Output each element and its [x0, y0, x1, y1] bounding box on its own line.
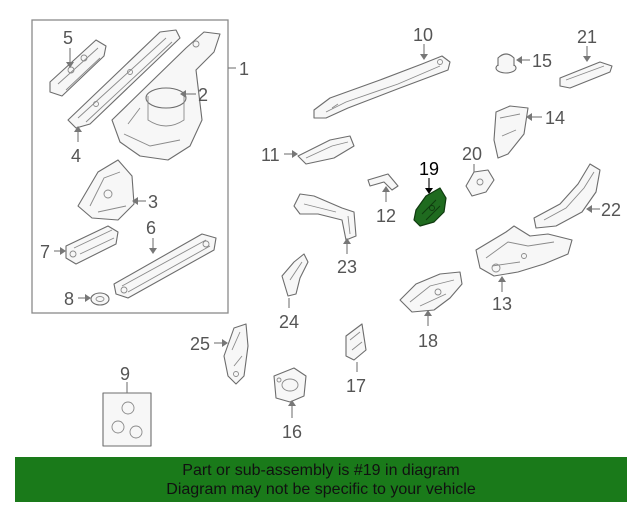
callout-21[interactable]: 21 — [577, 27, 597, 47]
part-7-extension[interactable] — [65, 225, 119, 265]
part-15-plug[interactable] — [495, 53, 517, 74]
assembly-frame — [31, 19, 229, 314]
arrow-19 — [425, 188, 433, 194]
callout-17[interactable]: 17 — [346, 376, 366, 396]
part-23-bracket[interactable] — [293, 193, 357, 241]
callout-22[interactable]: 22 — [601, 200, 621, 220]
arrow-13 — [498, 276, 506, 282]
callout-14[interactable]: 14 — [545, 108, 565, 128]
arrow-2 — [180, 90, 186, 98]
callout-1[interactable]: 1 — [239, 59, 249, 79]
arrow-18 — [424, 310, 432, 316]
callout-10[interactable]: 10 — [413, 25, 433, 45]
part-24-angle-bracket[interactable] — [281, 253, 309, 297]
part-20-small-bracket[interactable] — [465, 169, 495, 197]
callout-23[interactable]: 23 — [337, 257, 357, 277]
arrow-3 — [132, 197, 138, 205]
callout-8[interactable]: 8 — [64, 289, 74, 309]
arrow-15 — [516, 56, 522, 64]
part-2-strut-tower[interactable] — [111, 31, 221, 161]
callout-12[interactable]: 12 — [376, 206, 396, 226]
arrow-22 — [586, 205, 592, 213]
part-19-bracket[interactable] — [413, 187, 447, 227]
arrow-12 — [382, 186, 390, 192]
part-10-side-rail[interactable] — [313, 55, 451, 119]
arrow-8 — [85, 294, 91, 302]
arrow-4 — [74, 126, 82, 132]
part-22-curved-rail[interactable] — [533, 163, 601, 229]
callout-2[interactable]: 2 — [198, 85, 208, 105]
part-9-plug-kit[interactable] — [102, 392, 152, 447]
callout-25[interactable]: 25 — [190, 334, 210, 354]
part-18-lower-reinforcement[interactable] — [399, 271, 463, 313]
callout-15[interactable]: 15 — [532, 51, 552, 71]
arrow-23 — [343, 238, 351, 244]
part-14-gusset[interactable] — [493, 105, 529, 159]
arrow-7 — [60, 247, 66, 255]
arrow-11 — [292, 150, 298, 158]
callout-16[interactable]: 16 — [282, 422, 302, 442]
callout-6[interactable]: 6 — [146, 218, 156, 238]
callout-7[interactable]: 7 — [40, 242, 50, 262]
part-8-grommet[interactable] — [90, 292, 110, 306]
part-13-lower-rail[interactable] — [475, 225, 573, 277]
callout-3[interactable]: 3 — [148, 192, 158, 212]
notice-banner: Part or sub-assembly is #19 in diagram D… — [15, 457, 627, 502]
part-4-frame-rail[interactable] — [67, 29, 181, 129]
arrow-14 — [526, 113, 532, 121]
callout-9[interactable]: 9 — [120, 364, 130, 384]
part-6-lower-rail[interactable] — [113, 233, 217, 299]
callout-19[interactable]: 19 — [419, 159, 439, 179]
arrow-25 — [222, 339, 228, 347]
part-12-clip[interactable] — [367, 173, 399, 191]
part-16-mount-plate[interactable] — [273, 367, 307, 403]
callout-11[interactable]: 11 — [261, 145, 280, 165]
part-11-reinforcement[interactable] — [297, 135, 355, 165]
arrow-10 — [420, 54, 428, 60]
part-5-bracket[interactable] — [49, 39, 107, 97]
part-21-bar[interactable] — [559, 61, 613, 89]
callout-20[interactable]: 20 — [462, 144, 482, 164]
part-17-small-plate[interactable] — [345, 323, 367, 361]
arrow-6 — [149, 248, 157, 254]
callout-13[interactable]: 13 — [492, 294, 512, 314]
callout-24[interactable]: 24 — [279, 312, 299, 332]
callout-18[interactable]: 18 — [418, 331, 438, 351]
arrow-5 — [66, 62, 74, 68]
part-25-vertical-bracket[interactable] — [223, 323, 249, 385]
part-3-inner-panel[interactable] — [77, 159, 135, 221]
banner-line-1: Part or sub-assembly is #19 in diagram — [182, 462, 460, 479]
arrow-21 — [583, 56, 591, 62]
arrow-16 — [288, 400, 296, 406]
callout-5[interactable]: 5 — [63, 28, 73, 48]
banner-line-2: Diagram may not be specific to your vehi… — [166, 481, 476, 498]
callout-4[interactable]: 4 — [71, 146, 81, 166]
